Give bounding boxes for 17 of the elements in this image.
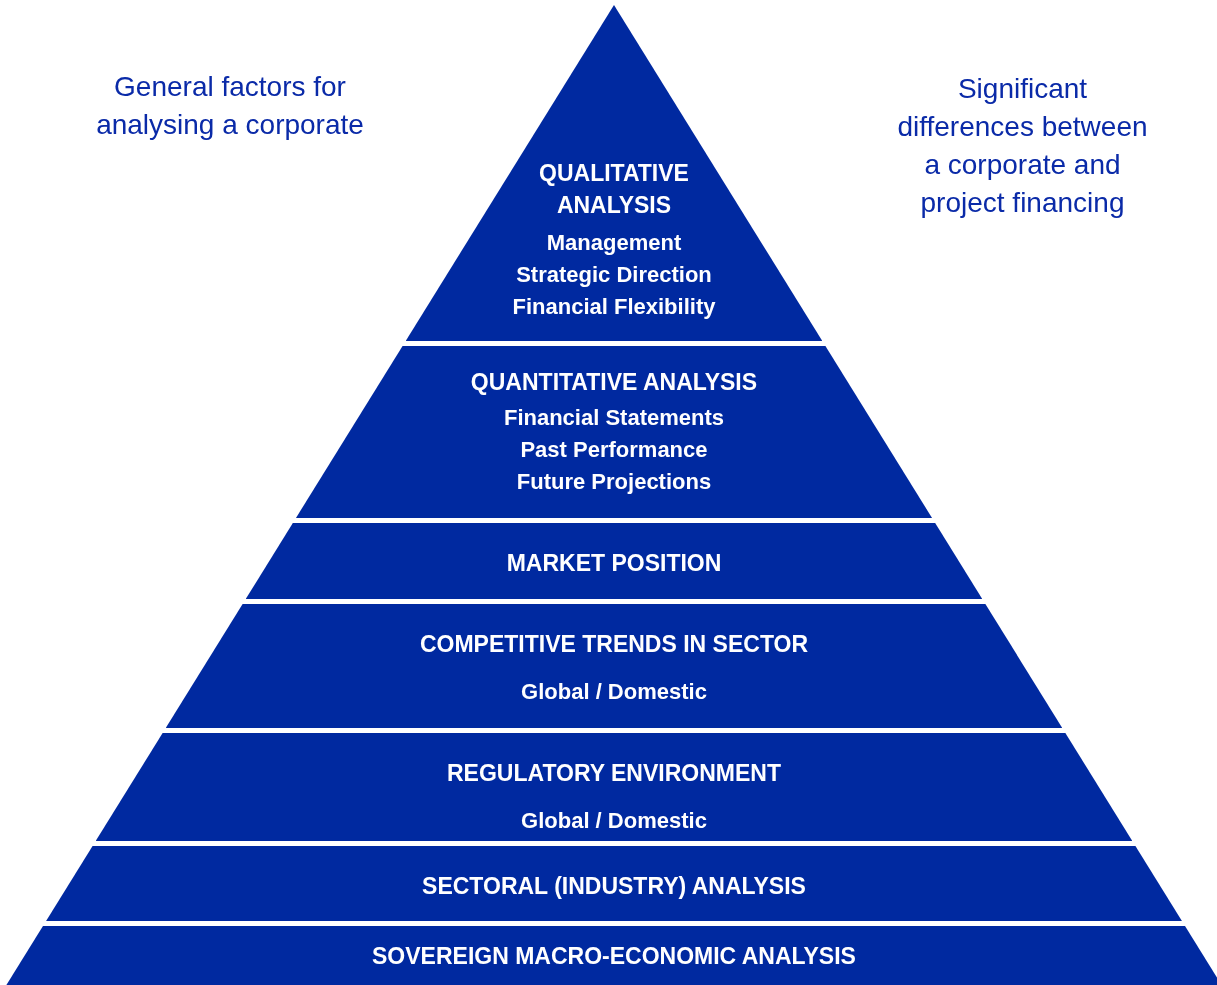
tier-heading: QUALITATIVE ANALYSIS [538, 159, 690, 220]
tier-item: Past Performance [520, 436, 708, 464]
tier-item: Global / Domestic [521, 678, 707, 706]
tier-item: Future Projections [516, 468, 712, 496]
tier-item: Financial Statements [503, 404, 725, 432]
tier-heading: MARKET POSITION [506, 549, 722, 578]
tier-heading: REGULATORY ENVIRONMENT [447, 759, 781, 788]
tier-item: Global / Domestic [521, 807, 707, 835]
tier-item: Strategic Direction [516, 261, 712, 289]
side-note: Significant differences between a corporate and project financing [896, 72, 1149, 220]
tier-item: Management [546, 229, 682, 257]
tier-item: Financial Flexibility [512, 293, 716, 321]
tier-heading: SECTORAL (INDUSTRY) ANALYSIS [422, 872, 806, 901]
tier-heading: QUANTITATIVE ANALYSIS [470, 368, 758, 397]
tier-heading: COMPETITIVE TRENDS IN SECTOR [419, 630, 808, 659]
tier-heading: SOVEREIGN MACRO-ECONOMIC ANALYSIS [372, 942, 856, 971]
side-note: General factors for analysing a corporate [95, 70, 365, 142]
